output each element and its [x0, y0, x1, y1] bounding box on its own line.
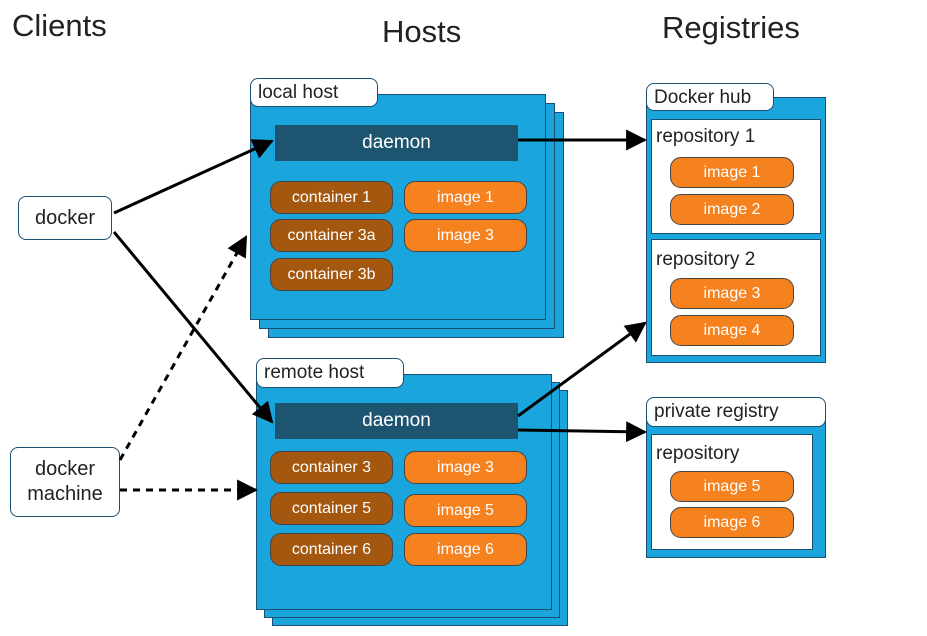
arrow-docker-to-remote-daemon — [112, 231, 274, 424]
remote-container-5: container 5 — [270, 492, 393, 525]
local-image-1: image 1 — [404, 181, 527, 214]
local-container-1: container 1 — [270, 181, 393, 214]
remote-image-6: image 6 — [404, 533, 527, 566]
docker-machine-client: docker machine — [10, 447, 120, 517]
local-container-3a: container 3a — [270, 219, 393, 252]
private-image-5: image 5 — [670, 471, 794, 502]
private-registry-label: private registry — [646, 397, 826, 427]
remote-container-6: container 6 — [270, 533, 393, 566]
clients-heading: Clients — [12, 8, 107, 43]
docker-machine-line-1: docker — [34, 458, 96, 480]
private-repository-label: repository — [656, 443, 740, 464]
arrow-machine-to-local-host — [118, 235, 248, 461]
registries-heading: Registries — [662, 10, 800, 45]
hosts-heading: Hosts — [382, 14, 462, 49]
repository-1-label: repository 1 — [656, 126, 756, 147]
remote-host-label: remote host — [256, 358, 404, 388]
remote-image-5: image 5 — [404, 494, 527, 527]
remote-container-3: container 3 — [270, 451, 393, 484]
remote-daemon: daemon — [275, 403, 518, 439]
docker-client: docker — [18, 196, 112, 240]
local-daemon: daemon — [275, 125, 518, 161]
hub-image-4: image 4 — [670, 315, 794, 346]
local-container-3b: container 3b — [270, 258, 393, 291]
docker-hub-label: Docker hub — [646, 83, 774, 111]
hub-image-3: image 3 — [670, 278, 794, 309]
hub-image-2: image 2 — [670, 194, 794, 225]
local-image-3: image 3 — [404, 219, 527, 252]
docker-machine-line-2: machine — [27, 483, 103, 505]
repository-2-label: repository 2 — [656, 249, 756, 270]
arrow-docker-to-local-daemon — [113, 139, 274, 215]
arrow-remote-daemon-to-hub — [517, 321, 647, 418]
arrow-remote-daemon-to-private — [517, 421, 648, 443]
remote-image-3: image 3 — [404, 451, 527, 484]
private-image-6: image 6 — [670, 507, 794, 538]
hub-image-1: image 1 — [670, 157, 794, 188]
local-host-label: local host — [250, 78, 378, 107]
